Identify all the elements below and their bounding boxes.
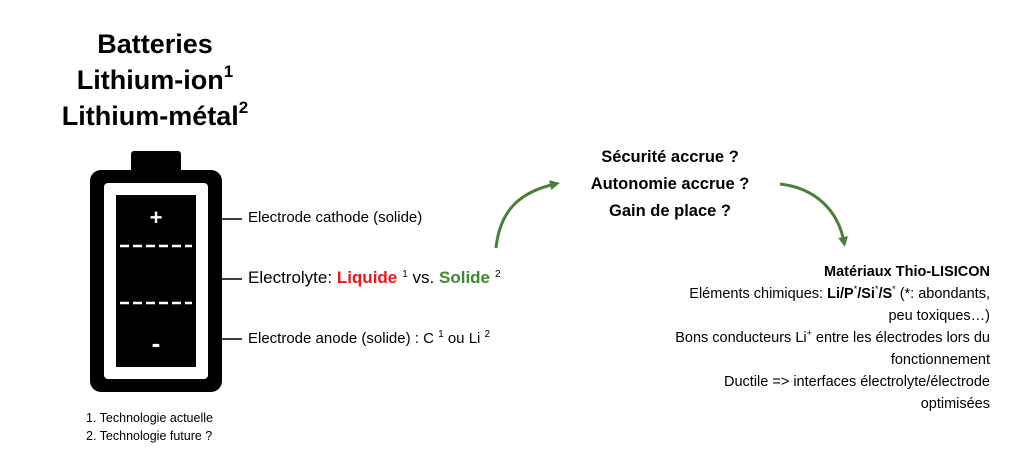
vs-text: vs.: [407, 268, 439, 287]
material-elements-note-2: peu toxiques…): [888, 308, 990, 324]
plus-symbol: +: [149, 205, 163, 230]
electrolyte-prefix: Electrolyte:: [248, 268, 337, 287]
material-heading: Matériaux Thio-LISICON: [824, 264, 990, 280]
material-ductile-line: Ductile => interfaces électrolyte/électr…: [724, 374, 990, 390]
title-lithium-ion-ref: 1: [223, 62, 234, 81]
arrow-to-questions: [494, 180, 560, 249]
arrow-to-material: [779, 182, 848, 247]
material-ductile-line-2: optimisées: [920, 396, 990, 412]
title-lithium-metal: Lithium-métal2: [40, 98, 270, 134]
material-block: Matériaux Thio-LISICON Eléments chimique…: [590, 261, 990, 415]
title-lithium-ion: Lithium-ion1: [40, 62, 270, 98]
elements-prefix: Eléments chimiques:: [689, 286, 828, 302]
element-s: /S: [878, 286, 893, 302]
battery-core: [116, 195, 196, 367]
material-conductivity-line: Bons conducteurs Li+ entre les électrode…: [590, 327, 990, 349]
question-securite: Sécurité accrue ?: [601, 148, 739, 166]
elements-note-1: (*: abondants,: [895, 286, 990, 302]
material-elements-line: Eléments chimiques: Li/P*/Si*/S* (*: abo…: [590, 283, 990, 305]
title-batteries: Batteries: [97, 29, 213, 59]
solide-ref: 2: [495, 269, 501, 280]
battery-terminal: [131, 151, 181, 173]
footnote-1: 1. Technologie actuelle: [86, 411, 213, 425]
anode-label: Electrode anode (solide) : C 1 ou Li 2: [248, 329, 491, 348]
anode-c-ref: 1: [438, 329, 444, 340]
footnotes: 1. Technologie actuelle 2. Technologie f…: [86, 409, 213, 445]
title-lithium-metal-text: Lithium-métal: [61, 101, 239, 131]
element-li-p: Li/P: [827, 286, 854, 302]
anode-mid: ou Li: [443, 330, 485, 347]
anode-li-ref: 2: [484, 329, 491, 340]
question-autonomie: Autonomie accrue ?: [590, 175, 750, 193]
solide-text: Solide: [439, 268, 491, 287]
star-s: *: [892, 284, 896, 294]
title-lithium-metal-ref: 2: [238, 98, 249, 117]
cond-suffix: entre les électrodes lors du: [811, 330, 990, 346]
footnote-2: 2. Technologie future ?: [86, 429, 213, 443]
cond-sup: +: [806, 328, 812, 338]
material-conductivity-line-2: fonctionnement: [890, 352, 990, 368]
title: Batteries Lithium-ion1 Lithium-métal2: [40, 26, 270, 134]
star-p: *: [853, 284, 858, 294]
star-si: *: [874, 284, 879, 294]
question-gain-place: Gain de place ?: [609, 202, 731, 220]
title-lithium-ion-text: Lithium-ion: [76, 65, 224, 95]
cathode-label: Electrode cathode (solide): [248, 209, 423, 226]
questions-block: Sécurité accrue ? Autonomie accrue ? Gai…: [565, 144, 775, 225]
liquide-ref: 1: [402, 269, 408, 280]
cond-prefix: Bons conducteurs Li: [675, 330, 807, 346]
liquide-text: Liquide: [336, 268, 398, 287]
anode-prefix: Electrode anode (solide) : C: [248, 330, 439, 347]
minus-symbol: -: [151, 328, 161, 358]
element-si: /Si: [857, 286, 875, 302]
electrolyte-label: Electrolyte: Liquide 1 vs. Solide 2: [248, 268, 501, 288]
